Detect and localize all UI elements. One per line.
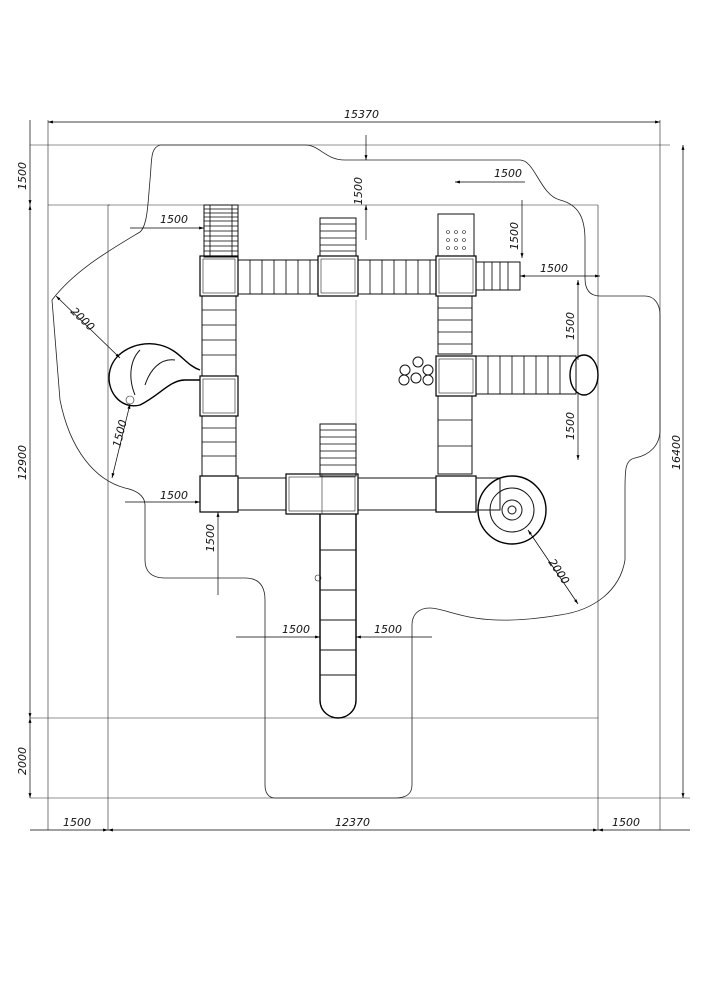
dim-top-left-offset: 1500	[160, 213, 188, 226]
dim-left-bottom: 2000	[16, 747, 29, 775]
dimension-labels: 15370 16400 1500 12900 2000 1500 12370 1…	[16, 108, 683, 829]
dim-right-upper-clearance: 1500	[564, 312, 577, 340]
safety-zone-outline	[51, 144, 661, 799]
top-center-ladder	[319, 217, 357, 256]
dim-right-lower-clearance: 1500	[564, 412, 577, 440]
platform-decks	[199, 255, 477, 515]
dim-overall-height: 16400	[670, 435, 683, 470]
dimension-lines	[28, 120, 690, 832]
top-left-ladder	[203, 204, 239, 258]
dim-spiral-radius: 2000	[546, 556, 572, 586]
dim-top-center-offset: 1500	[352, 177, 365, 205]
dim-top-right-h: 1500	[494, 167, 522, 180]
dim-left-middle: 12900	[16, 445, 29, 480]
right-upper-slide	[475, 261, 521, 291]
frame-lines	[30, 120, 690, 830]
dim-bottom-slide-right: 1500	[374, 623, 402, 636]
dim-left-top: 1500	[16, 162, 29, 190]
right-middle-tube-slide	[475, 354, 599, 396]
activity-panel-wheels	[398, 356, 434, 386]
dim-right-slide-offset: 1500	[540, 262, 568, 275]
dim-bottom-right: 1500	[612, 816, 640, 829]
bottom-tube-slide	[314, 514, 357, 719]
dim-left-lower-offset: 1500	[204, 524, 217, 552]
dim-bottom-left: 1500	[63, 816, 91, 829]
center-ladder	[319, 423, 357, 477]
dim-overall-width: 15370	[344, 108, 379, 121]
top-right-climbing-wall	[437, 213, 475, 256]
dim-bottom-middle: 12370	[335, 816, 370, 829]
dim-left-mid-offset: 1500	[160, 489, 188, 502]
dim-bottom-slide-left: 1500	[282, 623, 310, 636]
dim-left-diag-top: 2000	[68, 305, 97, 334]
left-spiral-tube-slide	[108, 343, 201, 407]
right-spiral-slide	[475, 475, 547, 545]
dim-left-diag-bottom: 1500	[110, 418, 129, 448]
dim-top-right-v: 1500	[508, 222, 521, 250]
